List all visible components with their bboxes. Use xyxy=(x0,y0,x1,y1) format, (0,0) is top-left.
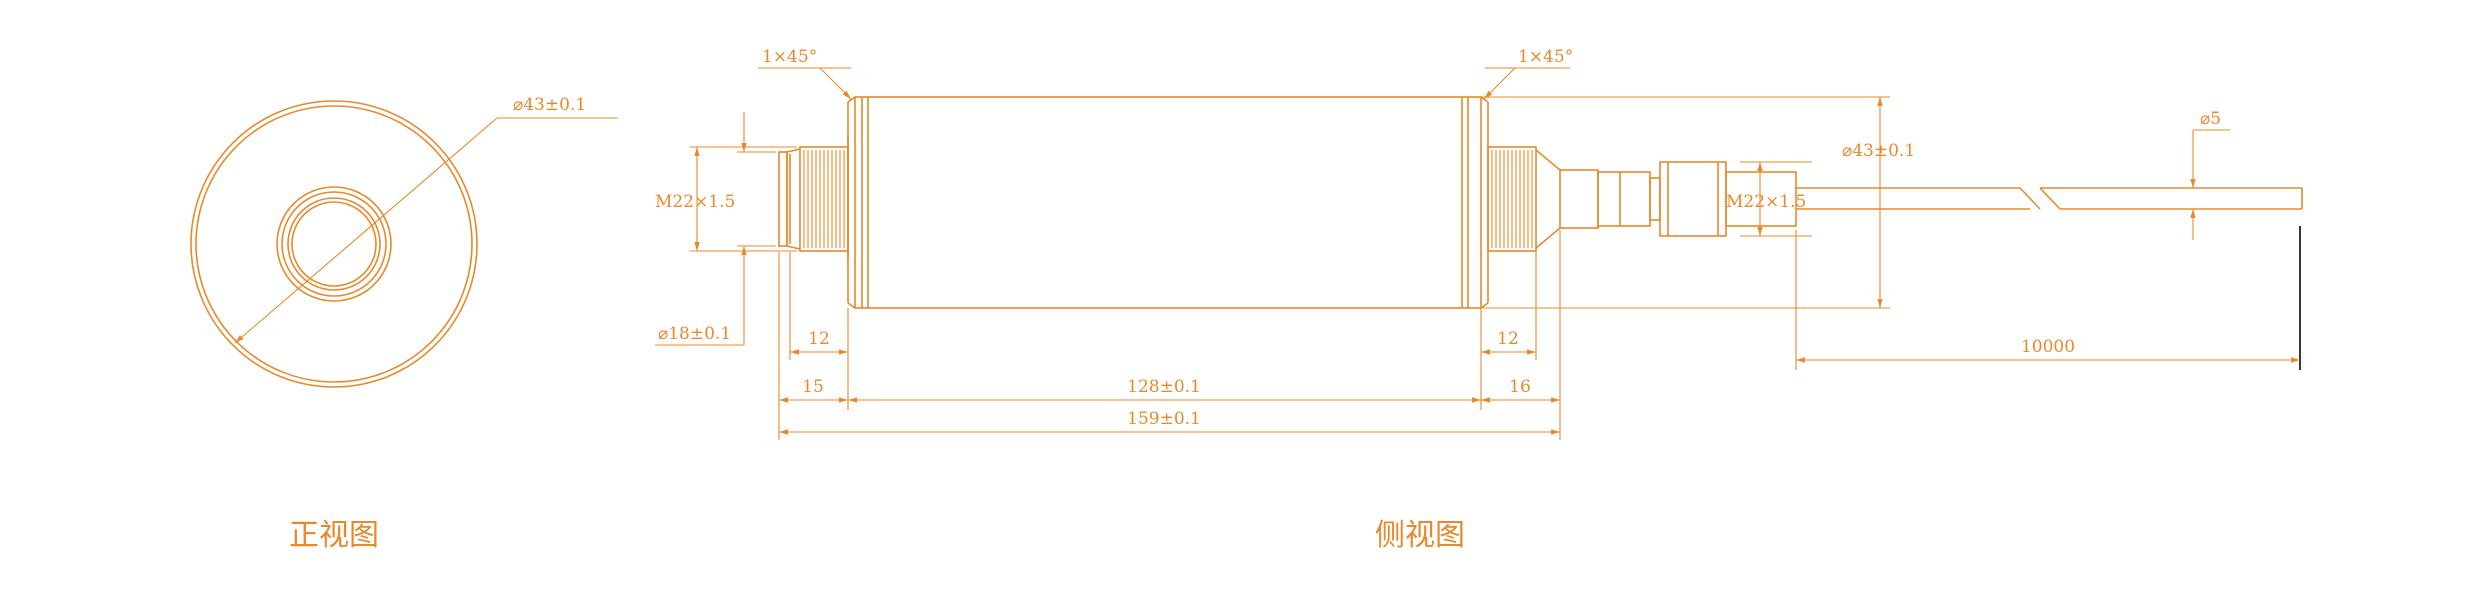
chamfer-left-label: 1×45° xyxy=(762,47,817,67)
len-body-label: 128±0.1 xyxy=(1127,377,1201,397)
body-diameter-label: ⌀43±0.1 xyxy=(1842,141,1915,161)
len-right-label: 16 xyxy=(1509,377,1531,397)
front-view-caption: 正视图 xyxy=(289,518,379,553)
len-thread-left-label: 12 xyxy=(808,329,830,349)
front-bore xyxy=(291,201,377,287)
front-thread-outer xyxy=(276,186,392,302)
cable-connector xyxy=(1559,161,1797,237)
front-outer-chamfer xyxy=(195,105,473,383)
body-rect xyxy=(854,96,1482,309)
front-thread-inner xyxy=(287,197,381,291)
thread-right-label: M22×1.5 xyxy=(1726,192,1806,212)
thread-left-label: M22×1.5 xyxy=(655,192,735,212)
front-view: ⌀43±0.1 正视图 xyxy=(190,95,618,553)
right-thread-body xyxy=(1487,146,1537,252)
connector-hex xyxy=(1659,161,1727,237)
cable xyxy=(1796,187,2303,370)
chamfer-right-leader xyxy=(1483,67,1516,100)
bore-label: ⌀18±0.1 xyxy=(658,324,731,344)
len-total-label: 159±0.1 xyxy=(1127,409,1201,429)
side-view: 1×45° 1×45° M22×1.5 ⌀18±0.1 12 15 128±0.… xyxy=(655,47,2303,553)
left-thread-tip xyxy=(778,151,788,247)
main-body xyxy=(847,96,1489,309)
cable-length-label: 10000 xyxy=(2021,337,2075,357)
cable-diameter-label: ⌀5 xyxy=(2200,109,2221,129)
front-diameter-label: ⌀43±0.1 xyxy=(513,95,586,115)
front-diameter-leader xyxy=(234,117,498,344)
len-thread-right-label: 12 xyxy=(1497,329,1519,349)
connector-sleeve xyxy=(1597,171,1651,227)
chamfer-left-leader xyxy=(819,67,852,100)
right-thread xyxy=(1487,146,1561,252)
front-outer-circle xyxy=(190,100,478,388)
chamfer-right-label: 1×45° xyxy=(1518,47,1573,67)
front-thread-mid xyxy=(281,191,387,297)
len-left-label: 15 xyxy=(802,377,824,397)
connector-nut xyxy=(1559,169,1599,229)
side-view-caption: 侧视图 xyxy=(1375,518,1465,553)
left-thread xyxy=(778,138,849,260)
